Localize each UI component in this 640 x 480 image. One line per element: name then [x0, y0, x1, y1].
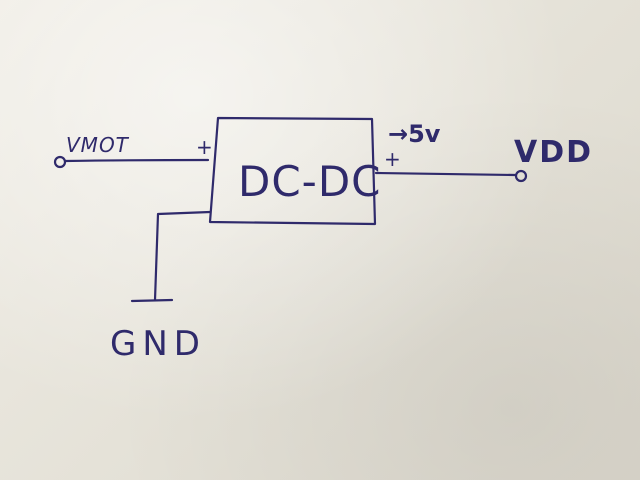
vmot-label: VMOT — [66, 133, 130, 157]
output-voltage-label: →5v — [388, 120, 441, 148]
input-plus-sign: + — [196, 135, 213, 159]
gnd-label: GND — [110, 324, 206, 364]
vmot-terminal — [53, 155, 67, 169]
vdd-terminal — [514, 169, 528, 183]
vmot-wire — [63, 158, 210, 163]
vdd-label: VDD — [514, 135, 593, 170]
vdd-wire — [374, 171, 517, 177]
gnd-symbol — [130, 298, 174, 303]
gnd-wire — [153, 210, 212, 302]
dcdc-box — [208, 116, 377, 226]
output-plus-sign: + — [384, 147, 401, 171]
dcdc-label: DC-DC — [238, 157, 382, 206]
